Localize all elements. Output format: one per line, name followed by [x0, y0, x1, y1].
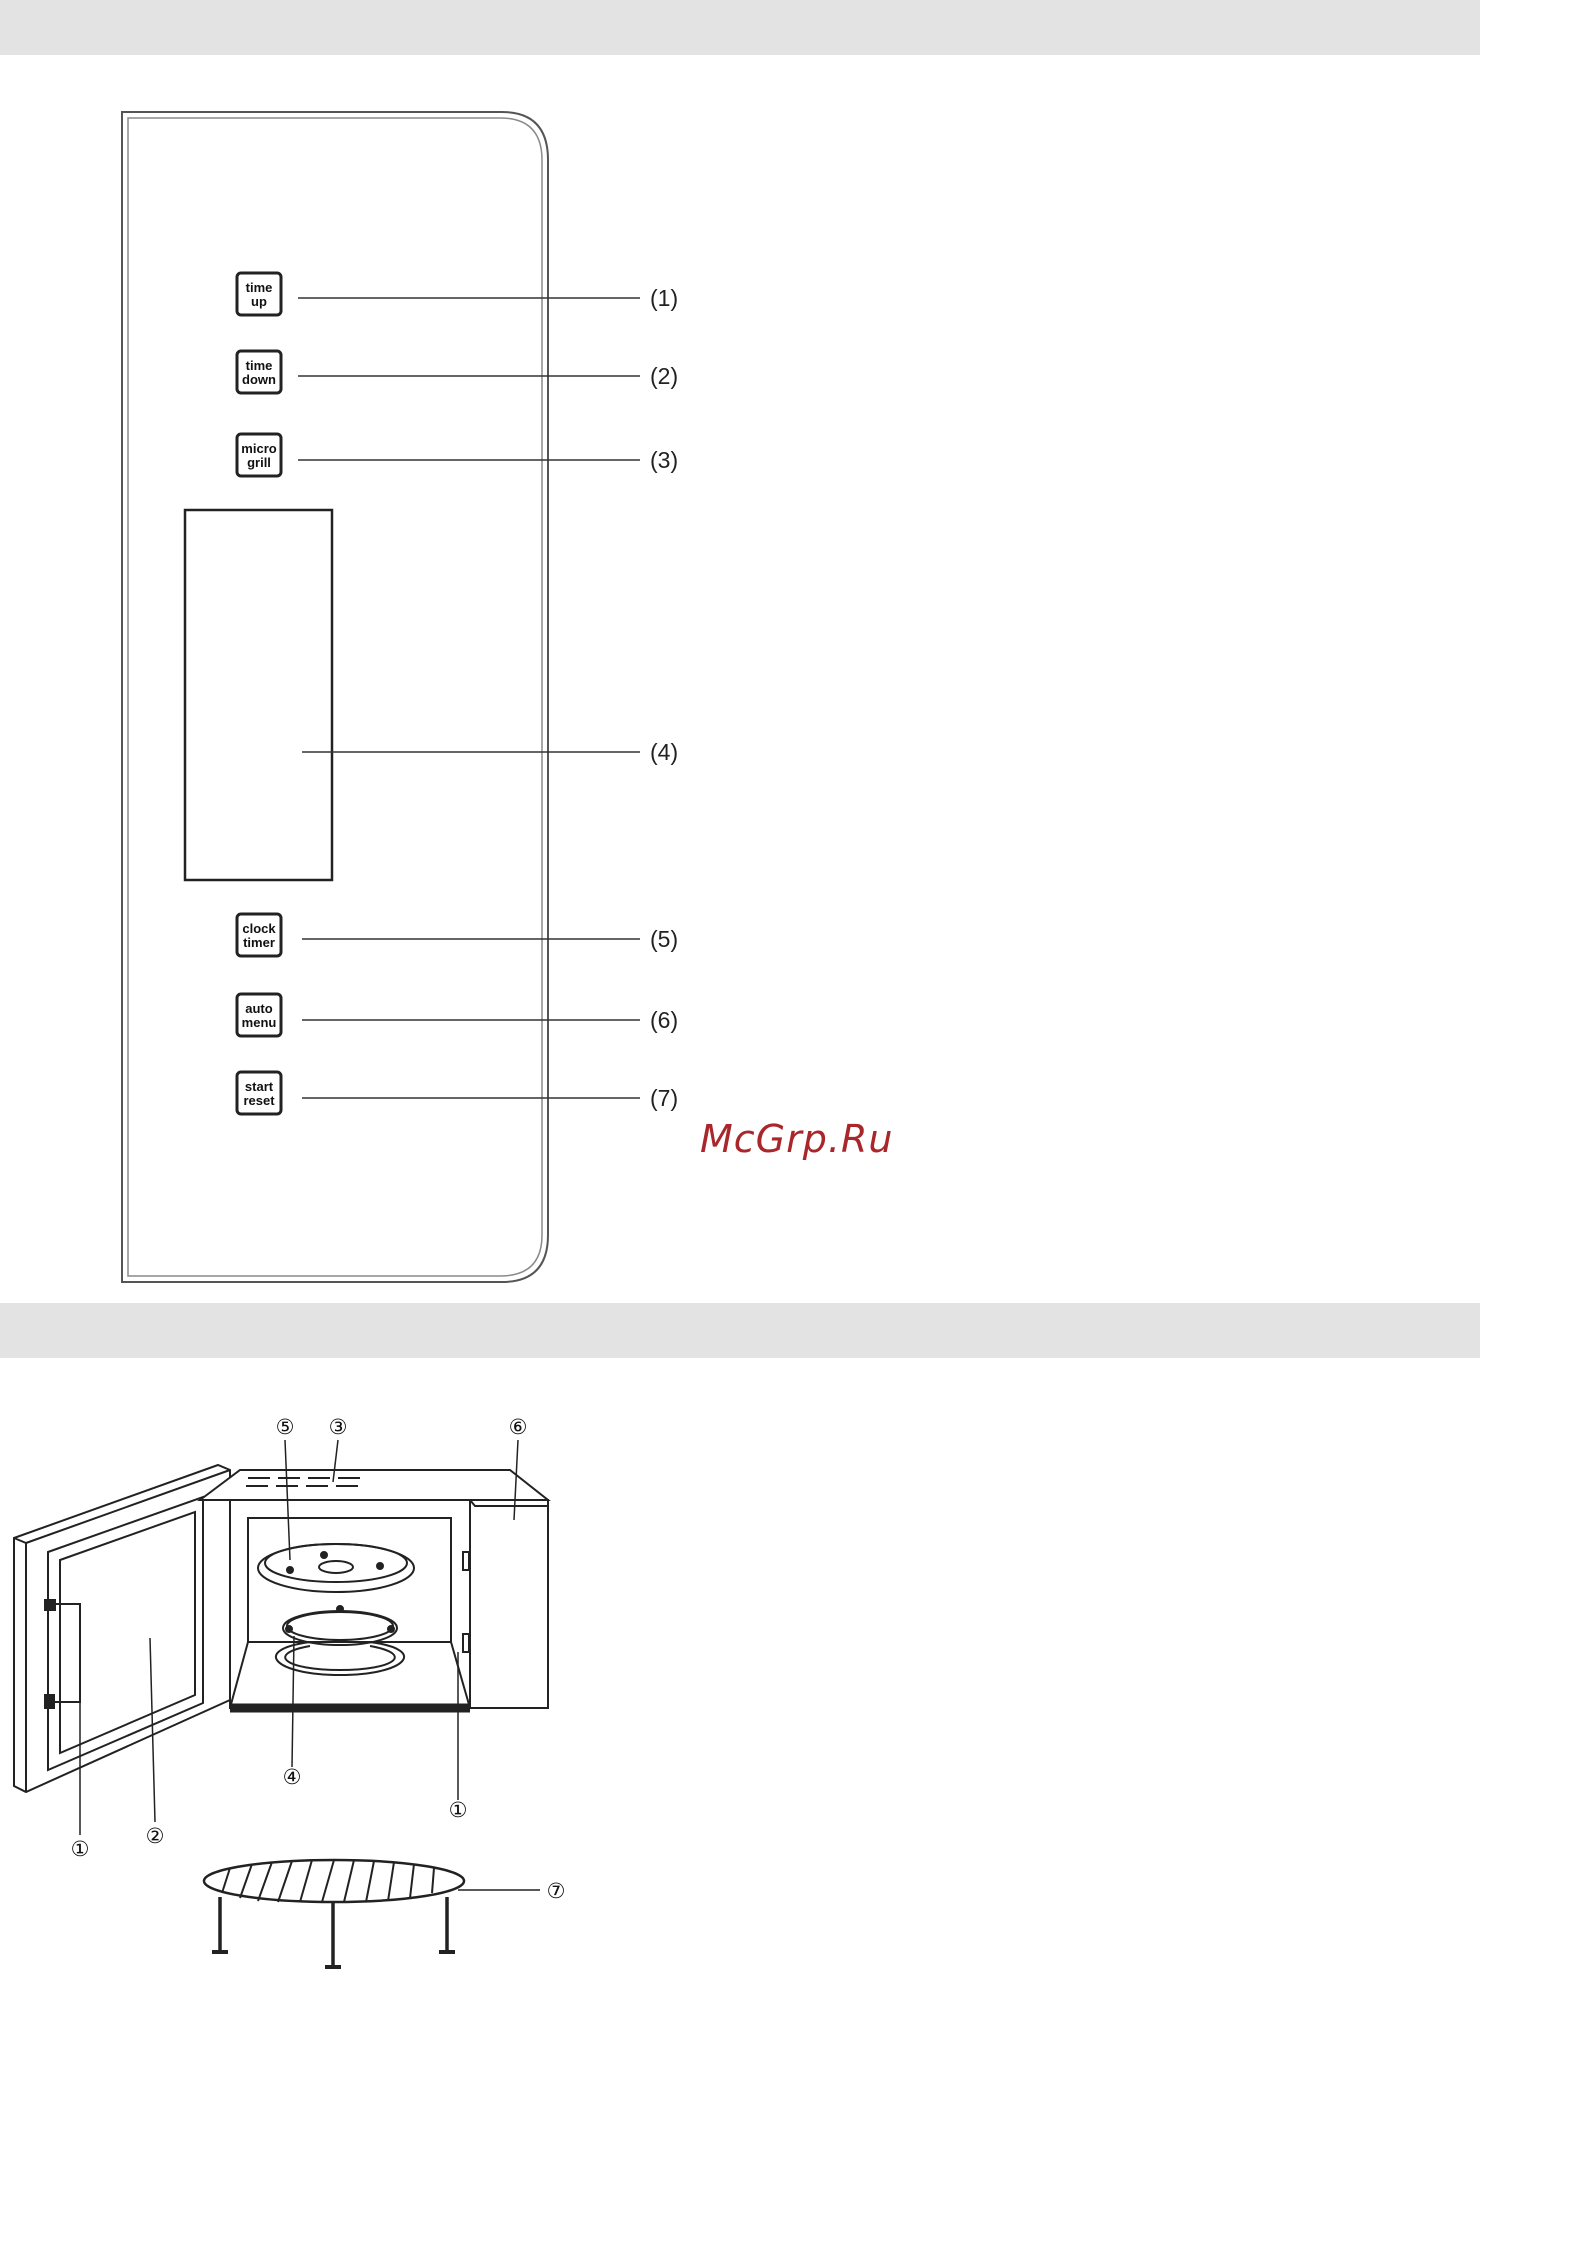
label-6: ⑥ [509, 1415, 528, 1439]
callout-1: (1) [650, 285, 678, 311]
start-reset-label-line1: start [245, 1079, 274, 1094]
callout-7: (7) [650, 1085, 678, 1111]
time-down-label-line1: time [246, 358, 273, 373]
callout-3: (3) [650, 447, 678, 473]
auto-menu-label-line2: menu [242, 1015, 277, 1030]
clock-timer-button[interactable]: clock timer [237, 914, 281, 956]
display-window [185, 510, 332, 880]
label-7: ⑦ [547, 1879, 566, 1903]
callout-2: (2) [650, 363, 678, 389]
time-down-label-line2: down [242, 372, 276, 387]
oven-control-side [470, 1500, 548, 1708]
time-up-button[interactable]: time up [237, 273, 281, 315]
door-latch-upper [45, 1600, 55, 1610]
grill-rack [204, 1860, 464, 1967]
start-reset-button[interactable]: start reset [237, 1072, 281, 1114]
oven-cavity [230, 1500, 470, 1708]
time-up-label-line1: time [246, 280, 273, 295]
time-down-button[interactable]: time down [237, 351, 281, 393]
label-1-cavity: ① [449, 1798, 468, 1822]
time-up-label-line2: up [251, 294, 267, 309]
label-2: ② [146, 1824, 165, 1848]
micro-grill-button[interactable]: micro grill [237, 434, 281, 476]
label-5: ⑤ [276, 1415, 295, 1439]
label-3: ③ [329, 1415, 348, 1439]
callout-5: (5) [650, 926, 678, 952]
control-panel: time up (1) time down (2) micro grill (3… [122, 112, 678, 1282]
watermark-text: McGrp.Ru [700, 1117, 893, 1161]
label-4: ④ [283, 1765, 302, 1789]
clock-timer-label-line2: timer [243, 935, 275, 950]
micro-grill-label-line2: grill [247, 455, 271, 470]
oven-door [14, 1465, 230, 1835]
start-reset-label-line2: reset [243, 1093, 275, 1108]
door-latch-lower [45, 1695, 54, 1708]
auto-menu-button[interactable]: auto menu [237, 994, 281, 1036]
auto-menu-label-line1: auto [245, 1001, 273, 1016]
label-1-door: ① [71, 1837, 90, 1861]
microwave-oven [14, 1440, 548, 1967]
micro-grill-label-line1: micro [241, 441, 276, 456]
callout-4: (4) [650, 739, 678, 765]
clock-timer-label-line1: clock [242, 921, 276, 936]
callout-6: (6) [650, 1007, 678, 1033]
